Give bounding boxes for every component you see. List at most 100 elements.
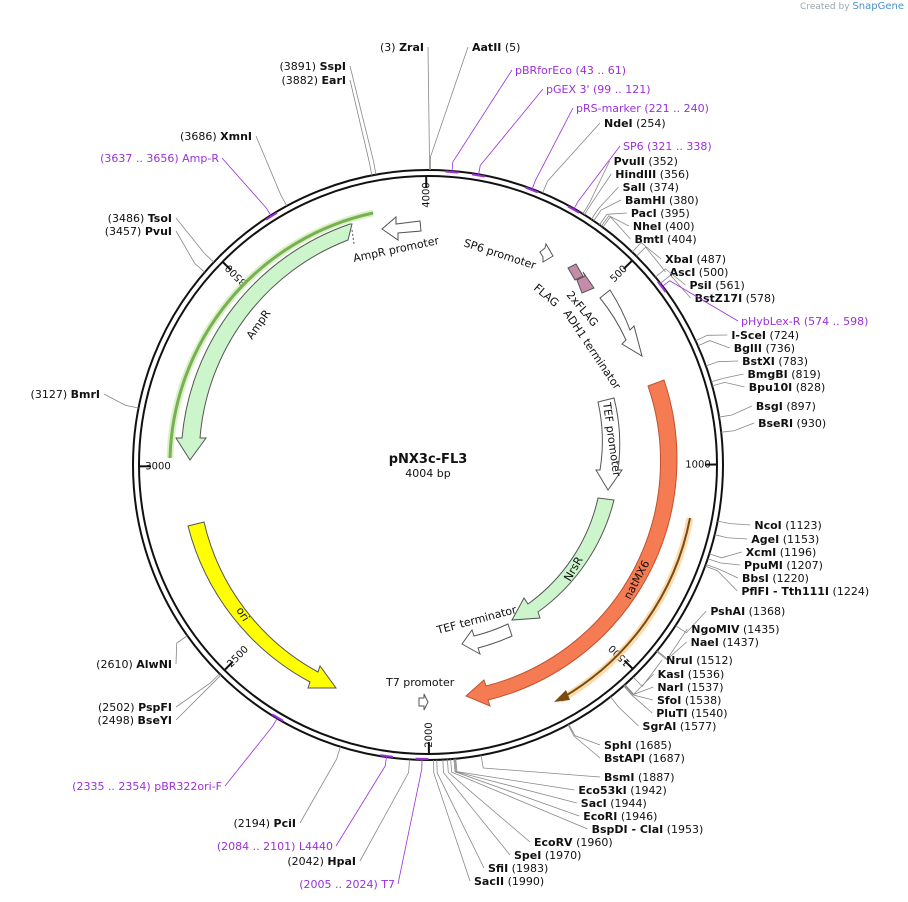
site-name: XbaI	[665, 253, 693, 266]
site-label: (3486) TsoI	[108, 212, 172, 225]
site-leader	[695, 334, 728, 342]
tick-mark	[623, 659, 634, 670]
site-label: (2610) AlwNI	[96, 658, 172, 671]
site-name: BmgBI	[748, 368, 788, 381]
site-label: BglII (736)	[734, 342, 795, 355]
primer-name: pGEX 3'	[546, 83, 590, 96]
plasmid-name: pNX3c-FL3	[389, 452, 468, 467]
site-position: (487)	[697, 253, 727, 266]
site-position: (374)	[649, 181, 679, 194]
site-label: NdeI (254)	[604, 117, 666, 130]
primer-label: pHybLex-R (574 .. 598)	[741, 315, 868, 328]
site-name: AlwNI	[136, 658, 172, 671]
site-leader	[707, 558, 741, 566]
site-position: (1990)	[508, 875, 545, 888]
site-label: (2194) PciI	[233, 817, 296, 830]
primer-leader	[451, 69, 513, 173]
site-leader	[359, 759, 410, 862]
site-name: SphI	[604, 739, 632, 752]
site-label: XbaI (487)	[665, 253, 726, 266]
site-label: SfoI (1538)	[657, 694, 721, 707]
site-position: (561)	[715, 279, 745, 292]
site-name: NheI	[633, 220, 662, 233]
site-leader	[349, 65, 377, 175]
primer-leader	[224, 717, 279, 787]
ampr-dash	[351, 229, 355, 245]
site-leader	[712, 381, 745, 388]
site-leader	[636, 246, 666, 273]
site-name: ZraI	[399, 41, 424, 54]
site-position: (1435)	[743, 623, 780, 636]
primer-range: (3637 .. 3656)	[100, 152, 179, 165]
site-label: BspDI - ClaI (1953)	[592, 823, 704, 836]
site-leader	[454, 758, 577, 804]
site-label: BamHI (380)	[625, 194, 699, 207]
site-name: BglII	[734, 342, 762, 355]
site-position: (3)	[380, 41, 396, 54]
site-leader	[632, 659, 663, 687]
site-name: SpeI	[514, 849, 541, 862]
site-label: BsgI (897)	[756, 400, 816, 413]
site-position: (724)	[770, 329, 800, 342]
site-position: (5)	[505, 41, 521, 54]
primer-label: SP6 (321 .. 338)	[623, 140, 712, 153]
site-label: (3) ZraI	[380, 41, 424, 54]
site-name: PshAI	[710, 605, 745, 618]
site-label: NgoMIV (1435)	[691, 623, 779, 636]
site-name: NarI	[657, 681, 683, 694]
site-leader	[660, 274, 691, 299]
primer-name: pHybLex-R	[741, 315, 801, 328]
site-name: NaeI	[691, 636, 719, 649]
site-leader	[704, 565, 738, 592]
site-name: BstZ17I	[695, 292, 743, 305]
site-position: (1538)	[685, 694, 722, 707]
site-name: KasI	[658, 668, 685, 681]
site-position: (3486)	[108, 212, 145, 225]
ampr-outline-glow	[166, 209, 374, 459]
site-name: HpaI	[327, 855, 356, 868]
primer-leader	[221, 157, 272, 217]
site-name: Bpu10I	[749, 381, 793, 394]
site-label: PacI (395)	[631, 207, 690, 220]
primer-label: (2335 .. 2354) pBR322ori-F	[72, 780, 222, 793]
site-label: BstAPI (1687)	[604, 752, 685, 765]
tick-label: 1000	[685, 460, 710, 471]
site-leader	[427, 46, 430, 171]
site-name: SacII	[474, 875, 504, 888]
primer-label: (3637 .. 3656) Amp-R	[100, 152, 219, 165]
site-label: HindIII (356)	[615, 168, 689, 181]
site-label: SalI (374)	[623, 181, 679, 194]
site-position: (1946)	[621, 810, 658, 823]
site-position: (1220)	[772, 572, 809, 585]
site-label: (3686) XmnI	[180, 130, 252, 143]
primer-leader	[531, 107, 574, 191]
site-position: (828)	[796, 381, 826, 394]
primer-label: pGEX 3' (99 .. 121)	[546, 83, 651, 96]
primer-mark	[567, 205, 580, 214]
sp6-promoter-arrow	[539, 242, 554, 263]
credit: Created by SnapGene	[800, 1, 904, 12]
site-leader	[455, 758, 575, 791]
site-leader	[719, 405, 753, 418]
site-position: (897)	[786, 400, 816, 413]
primer-leader	[478, 88, 544, 176]
site-position: (1512)	[696, 654, 733, 667]
natmx6-outline-arc	[561, 517, 691, 699]
site-name: HindIII	[615, 168, 656, 181]
ampr-promoter-arrow	[381, 215, 422, 241]
site-name: NcoI	[754, 519, 781, 532]
site-label: BsmI (1887)	[604, 771, 675, 784]
site-label: BseRI (930)	[758, 417, 826, 430]
site-label: EcoRV (1960)	[534, 836, 613, 849]
site-position: (380)	[669, 194, 699, 207]
primer-leader	[573, 145, 621, 210]
site-position: (1536)	[688, 668, 725, 681]
site-leader	[567, 724, 601, 759]
site-position: (578)	[746, 292, 776, 305]
site-label: (2042) HpaI	[287, 855, 356, 868]
site-label: (3457) PvuI	[105, 225, 172, 238]
primer-name: pBR322ori-F	[154, 780, 222, 793]
primer-name: pRS-marker	[576, 102, 641, 115]
site-position: (1944)	[610, 797, 647, 810]
site-leader	[705, 564, 739, 579]
